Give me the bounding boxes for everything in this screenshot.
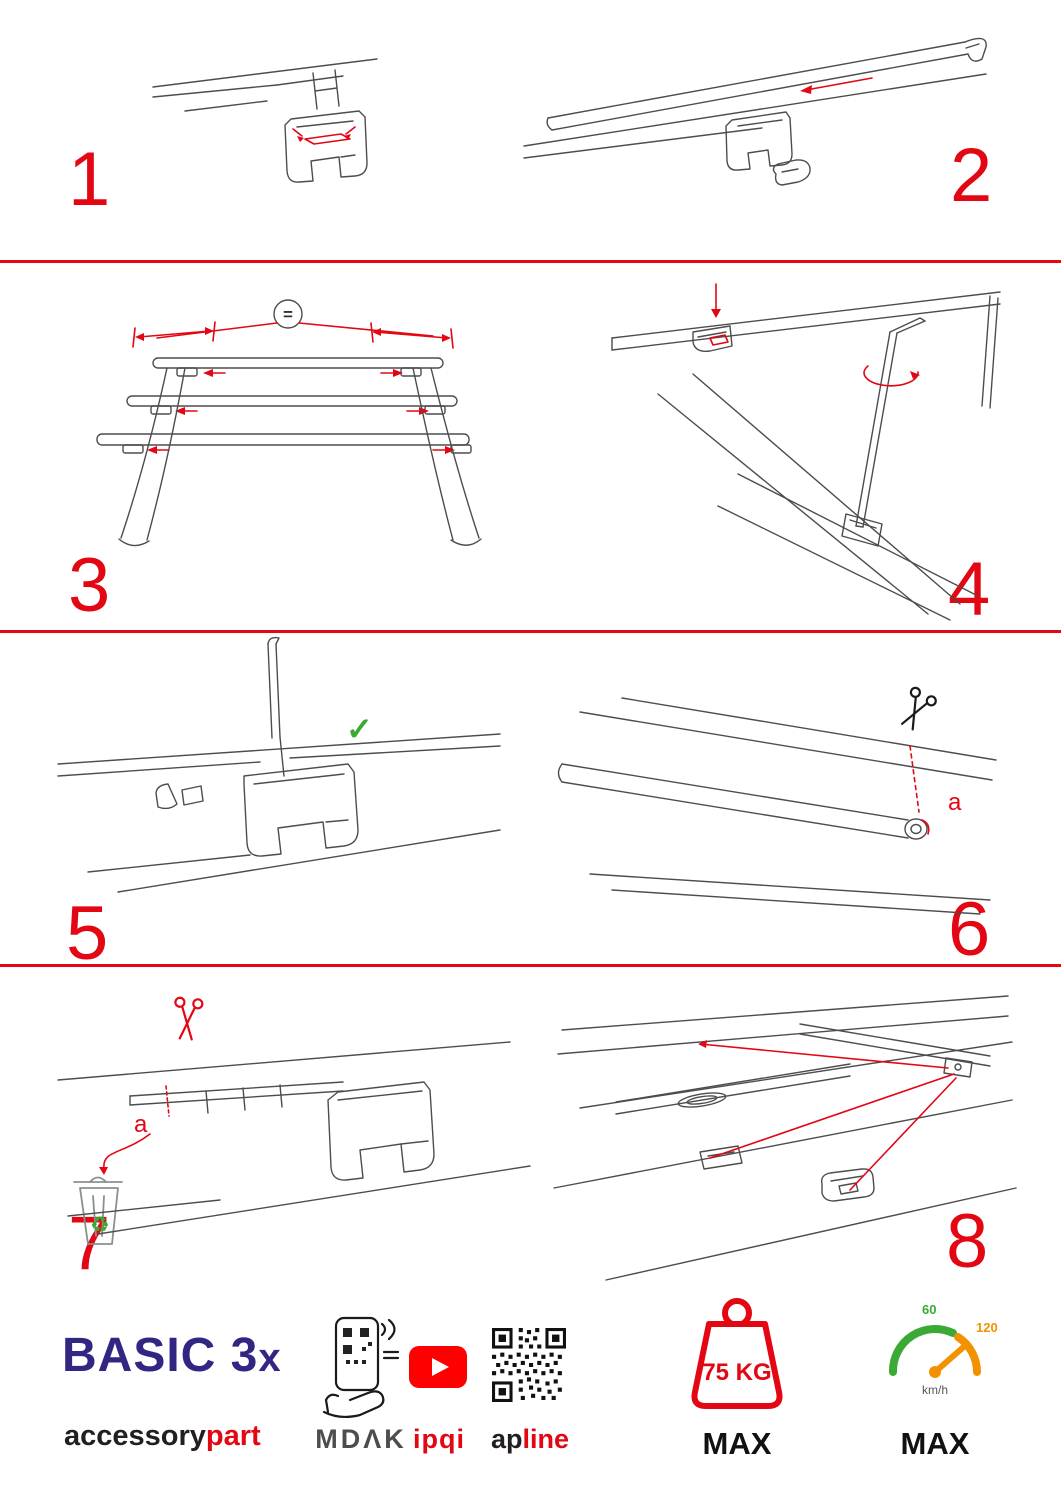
roof-underside-drawing <box>152 58 378 112</box>
step-4-number: 4 <box>948 547 991 632</box>
lower-clamp <box>841 513 883 547</box>
scissors-icon <box>900 686 937 731</box>
speed-unit-label: km/h <box>922 1383 948 1397</box>
strap-drawing <box>267 636 285 777</box>
roof-lines <box>57 1041 531 1235</box>
youtube-icon <box>409 1346 467 1388</box>
strip-drawing <box>129 1081 344 1114</box>
clamp-drawing <box>725 111 793 171</box>
step-4-illustration <box>598 274 1023 626</box>
scissors-icon <box>174 996 204 1041</box>
speed-low-label: 60 <box>922 1302 936 1317</box>
step-3-illustration: = <box>35 272 545 572</box>
roof-lines <box>579 697 997 915</box>
end-cap-piece <box>772 159 811 186</box>
separator-line <box>0 630 1061 633</box>
step-5-illustration: ✓ <box>48 634 518 914</box>
brand-title-x: x <box>258 1336 282 1380</box>
strip-end-highlight <box>921 819 930 835</box>
roof-lines <box>57 733 501 893</box>
slide-arrow <box>800 77 873 94</box>
brand-logo: BASIC 3x <box>62 1328 282 1383</box>
brand-subtitle-dark: accessory <box>64 1420 206 1452</box>
step-7-illustration: a ♻ <box>38 984 533 1256</box>
clamp-drawing <box>284 110 368 183</box>
adjust-arrows <box>147 369 455 454</box>
qr-code-icon <box>492 1328 566 1402</box>
rotate-arrow <box>863 365 920 387</box>
partner-apline-label: apline <box>480 1424 580 1455</box>
crossbar-drawing <box>546 37 987 131</box>
max-weight-icon: 75 KG <box>676 1296 798 1422</box>
speedometer-icon: 60 120 km/h <box>876 1300 998 1404</box>
step-8-illustration <box>550 982 1025 1287</box>
cut-line <box>165 1085 170 1117</box>
front-bar <box>615 1063 851 1115</box>
step-2-number: 2 <box>950 133 993 218</box>
hook-insert <box>692 283 733 352</box>
dimension-marks <box>132 321 454 349</box>
discard-arrowhead <box>99 1167 108 1175</box>
roof-rail-drawing <box>611 291 1001 621</box>
crossbars-drawing <box>96 357 472 454</box>
speed-high-label: 120 <box>976 1320 998 1335</box>
part-label-a: a <box>948 789 962 816</box>
step-8-number: 8 <box>946 1199 989 1284</box>
clamp-drawing <box>327 1081 435 1181</box>
foot-pieces <box>155 783 204 810</box>
weight-max-label: MAX <box>702 1426 772 1461</box>
step-5-number: 5 <box>66 891 109 976</box>
roof-lines <box>523 73 987 159</box>
clamp-drawing <box>243 763 359 857</box>
discard-arrow <box>103 1133 151 1169</box>
step-2-illustration <box>520 22 1010 217</box>
legs-drawing <box>118 367 482 547</box>
trash-bin-icon <box>73 1176 123 1245</box>
phone-scan-icon <box>316 1316 404 1419</box>
brand-subtitle: accessorypart <box>64 1420 261 1453</box>
separator-line <box>0 260 1061 263</box>
step-6-number: 6 <box>948 887 991 972</box>
speed-max-label: MAX <box>900 1426 970 1461</box>
rear-bar <box>799 1023 991 1067</box>
partner-apline-red: line <box>522 1424 570 1454</box>
equal-spacing-callout: = <box>156 299 434 339</box>
cut-line <box>909 745 920 813</box>
brand-title-main: BASIC 3 <box>62 1329 259 1382</box>
partner-mdak-label: MDΛK <box>315 1424 407 1454</box>
step-3-number: 3 <box>68 543 111 628</box>
check-icon: ✓ <box>346 711 373 747</box>
rubber-pad-highlight <box>292 126 356 145</box>
step-6-illustration: a <box>550 684 1005 919</box>
separator-line <box>0 964 1061 967</box>
crossbar-drawing <box>557 763 928 840</box>
weight-value: 75 KG <box>702 1359 771 1386</box>
roof-lines <box>553 995 1017 1281</box>
brand-subtitle-red: part <box>205 1420 261 1452</box>
part-label-a: a <box>134 1111 148 1138</box>
alignment-lines <box>698 1040 957 1191</box>
adapter-piece-bottom <box>820 1168 875 1202</box>
equal-label: = <box>283 305 293 324</box>
step-1-number: 1 <box>68 137 111 222</box>
allen-key-drawing <box>855 317 926 528</box>
recycle-icon: ♻ <box>90 1212 110 1237</box>
partner-ipqi-label: ipqi <box>413 1424 465 1454</box>
step-1-illustration <box>145 45 445 240</box>
partner-apline-dark: ap <box>490 1424 523 1454</box>
